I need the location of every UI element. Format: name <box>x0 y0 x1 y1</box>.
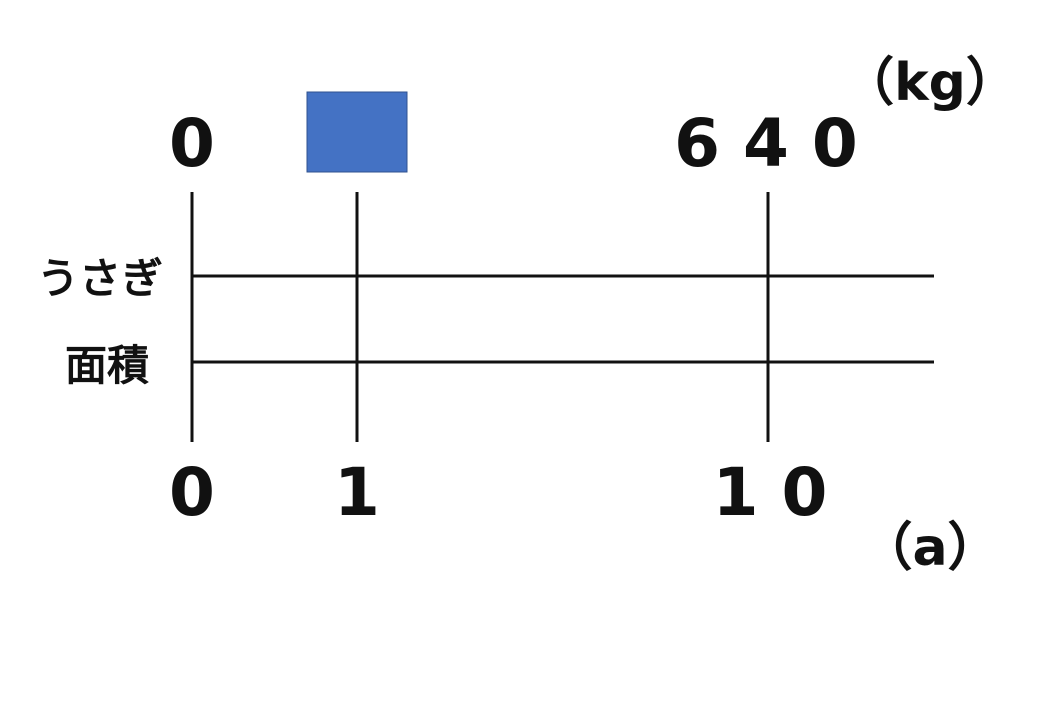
top-unit-label: （kg） <box>842 53 1018 113</box>
top-start-value: 0 <box>169 105 215 182</box>
bottom-unit-label: （a） <box>860 518 999 578</box>
unknown-value-box[interactable] <box>306 91 408 173</box>
bottom-end-value: 1 0 <box>713 454 828 531</box>
bottom-start-value: 0 <box>169 454 215 531</box>
rabbit-row-label: うさぎ <box>37 254 163 303</box>
top-end-value: 6 4 0 <box>674 105 858 182</box>
bottom-one-value: 1 <box>334 454 380 531</box>
area-row-label: 面積 <box>65 341 149 390</box>
